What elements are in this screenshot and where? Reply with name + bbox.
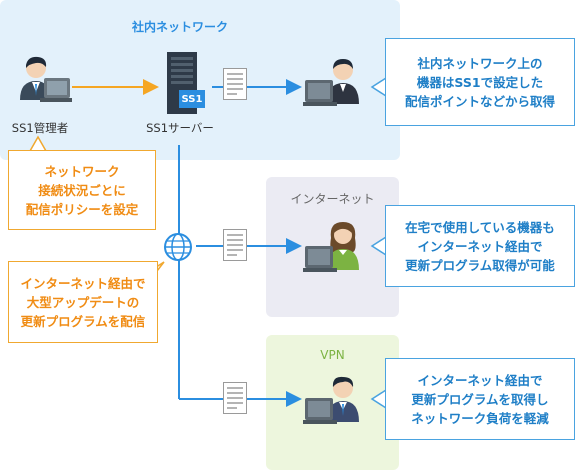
document-icon — [223, 382, 247, 414]
callout-line: 機器はSS1で設定した — [416, 74, 544, 90]
callout-line: インターネット経由で — [417, 372, 543, 388]
callout-line: 更新プログラムを配信 — [20, 313, 146, 329]
intranet-client-callout: 社内ネットワーク上の 機器はSS1で設定した 配信ポイントなどから取得 — [385, 38, 575, 126]
internet-delivery-callout: インターネット経由で 大型アップデートの 更新プログラムを配信 — [8, 261, 158, 343]
callout-line: 大型アップデートの — [26, 294, 140, 310]
admin-label: SS1管理者 — [11, 121, 69, 135]
callout-line: 配信ポリシーを設定 — [25, 201, 139, 217]
callout-line: 配信ポイントなどから取得 — [404, 93, 555, 109]
globe-icon — [164, 233, 192, 261]
server-icon — [167, 52, 205, 114]
callout-line: インターネット経由で — [417, 238, 543, 254]
callout-line: インターネット経由で — [20, 275, 146, 291]
intranet-client-person-icon — [303, 59, 359, 106]
callout-line: 在宅で使用している機器も — [405, 219, 555, 235]
document-icon — [223, 68, 247, 100]
admin-policy-callout: ネットワーク 接続状況ごとに 配信ポリシーを設定 — [8, 150, 156, 230]
callout-line: 接続状況ごとに — [38, 182, 126, 198]
vpn-client-person-icon — [303, 376, 359, 424]
callout-line: 更新プログラム取得が可能 — [405, 257, 555, 273]
document-icon — [223, 229, 247, 261]
callout-line: ネットワーク負荷を軽減 — [411, 410, 549, 426]
internet-client-callout: 在宅で使用している機器も インターネット経由で 更新プログラム取得が可能 — [385, 205, 575, 287]
vpn-client-callout: インターネット経由で 更新プログラムを取得し ネットワーク負荷を軽減 — [385, 358, 575, 440]
callout-line: ネットワーク — [44, 163, 120, 179]
callout-line: 更新プログラムを取得し — [411, 391, 549, 407]
intranet-zone-title: 社内ネットワーク — [131, 20, 228, 34]
vpn-zone-title: VPN — [320, 348, 345, 362]
server-badge: SS1 — [181, 94, 203, 105]
internet-client-person-icon — [303, 222, 359, 272]
internet-zone-title: インターネット — [290, 192, 375, 206]
admin-person-icon — [20, 56, 72, 102]
callout-line: 社内ネットワーク上の — [417, 55, 543, 71]
server-label: SS1サーバー — [146, 121, 214, 135]
